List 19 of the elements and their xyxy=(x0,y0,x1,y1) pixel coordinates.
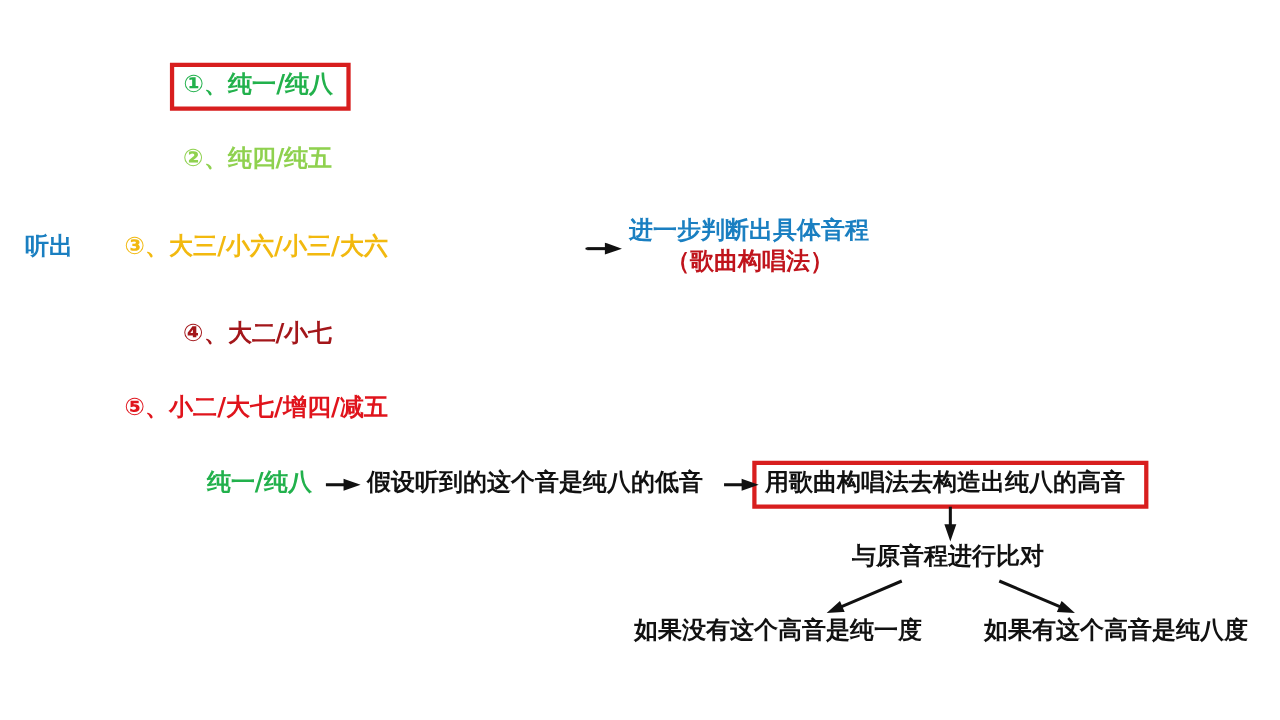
arrow xyxy=(944,506,957,542)
node-box: ①、纯一/纯八 xyxy=(169,62,351,111)
node-text: 进一步判断出具体音程 （歌曲构唱法） xyxy=(629,214,870,276)
node-text: 与原音程进行比对 xyxy=(851,540,1044,570)
arrow xyxy=(998,579,1075,614)
label: ②、纯四/纯五 xyxy=(183,142,333,172)
arrow xyxy=(724,478,759,491)
label: ④、大二/小七 xyxy=(183,318,333,348)
node-text: 如果有这个高音是纯八度 xyxy=(984,615,1249,645)
arrow xyxy=(325,478,361,491)
node-text: 纯一/纯八 xyxy=(206,466,312,496)
label: ⑤、小二/大七/增四/减五 xyxy=(124,392,388,422)
node-text: 假设听到的这个音是纯八的低音 xyxy=(367,466,704,496)
node-box: 用歌曲构唱法去构造出纯八的高音 xyxy=(752,460,1149,509)
arrow xyxy=(587,242,622,255)
node-text: 听出 xyxy=(25,230,74,260)
node-text: 如果没有这个高音是纯一度 xyxy=(633,615,922,645)
arrow xyxy=(826,579,903,614)
label: ③、大三/小六/小三/大六 xyxy=(124,230,388,260)
